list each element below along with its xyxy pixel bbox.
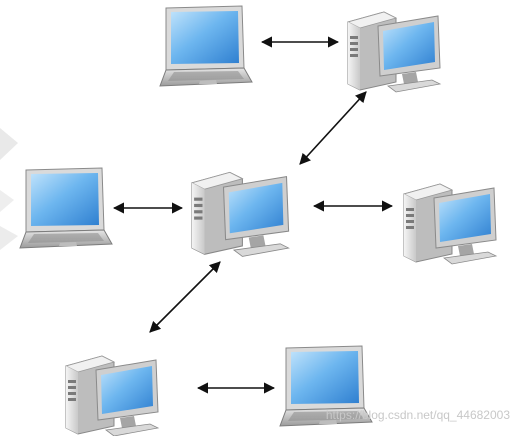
desktop-computer-icon-desktop-right: [402, 183, 498, 265]
connections: [112, 36, 394, 394]
laptop-icon-laptop-left: [19, 167, 113, 249]
laptop-icon-laptop-top: [159, 5, 253, 87]
edge-desktop-center-desktop-bottom: [149, 261, 221, 333]
decorative-mark: [0, 190, 14, 212]
laptop-icon-laptop-bottom: [279, 345, 373, 427]
edge-desktop-top-desktop-center: [299, 91, 367, 165]
desktop-computer-icon-desktop-bottom: [64, 355, 160, 436]
decorative-mark: [0, 226, 18, 250]
watermark-text: https://blog.csdn.net/qq_44682003: [325, 408, 510, 422]
desktop-computer-icon-desktop-center: [190, 171, 290, 257]
decorative-mark: [0, 128, 18, 160]
desktop-computer-icon-desktop-top: [346, 11, 442, 93]
